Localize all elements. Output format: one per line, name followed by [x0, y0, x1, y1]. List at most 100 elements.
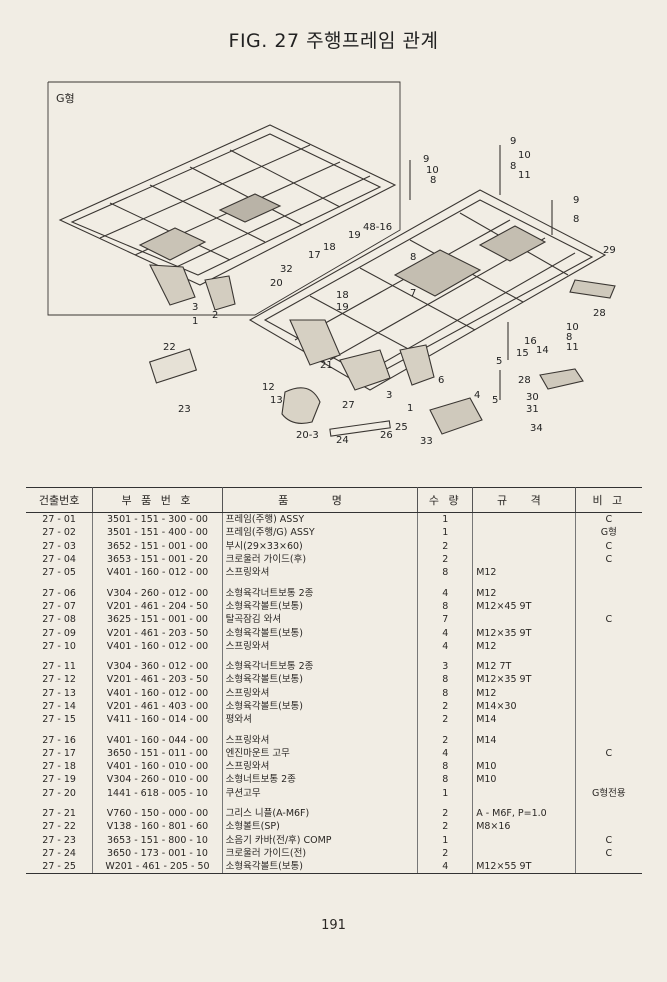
spacer-cell — [417, 726, 474, 734]
cell-part-number: W201 - 461 - 205 - 50 — [92, 860, 223, 875]
cell-spec: A - M6F, P=1.0 — [472, 806, 576, 821]
cell-index: 27 - 11 — [26, 659, 94, 674]
cell-part-number: 3653 - 151 - 800 - 10 — [92, 833, 223, 847]
cell-spec: M12 — [472, 586, 576, 600]
cell-index: 27 - 07 — [26, 599, 94, 614]
cell-note: C — [605, 540, 613, 552]
cell-note — [575, 807, 642, 820]
cell-spec: M12 7T — [472, 659, 576, 674]
cell-note — [575, 760, 642, 773]
callout: 6 — [438, 375, 445, 386]
callout: 8 — [566, 332, 573, 343]
cell-part-number: V760 - 150 - 000 - 00 — [92, 806, 223, 821]
cell-note: C — [605, 847, 613, 859]
cell-index: 27 - 01 — [26, 512, 94, 527]
g-frame-outline — [58, 124, 397, 286]
callout: 1 — [192, 316, 199, 327]
frame-drawing — [47, 81, 616, 437]
cell-note: C — [605, 554, 613, 566]
group-spacer — [26, 726, 642, 734]
callout: 29 — [603, 245, 616, 256]
cell-note — [575, 660, 642, 673]
callout: 7 — [410, 288, 417, 299]
cell-part-name: 소형육각너트보통 2종 — [222, 659, 419, 674]
cell-note: C — [605, 514, 613, 526]
spacer-cell — [417, 652, 474, 660]
g-type-label: G형 — [56, 92, 75, 105]
callout: 10 — [518, 150, 531, 161]
cell-index: 27 - 13 — [26, 686, 94, 700]
callout: 30 — [526, 392, 539, 403]
spacer-cell — [222, 652, 419, 660]
cell-quantity: 4 — [417, 639, 474, 653]
callout: 5 — [496, 356, 503, 367]
cell-spec — [472, 613, 576, 627]
spacer-cell — [92, 652, 223, 660]
cell-spec — [472, 833, 576, 847]
spacer-cell — [26, 579, 94, 587]
callout: 48-16 — [363, 222, 393, 233]
cell-part-number: V201 - 461 - 203 - 50 — [92, 673, 223, 687]
callout: 8 — [510, 161, 517, 172]
cell-note — [575, 626, 642, 639]
cell-quantity: 2 — [417, 806, 474, 821]
cell-spec — [472, 746, 576, 761]
cell-quantity: 2 — [417, 552, 474, 567]
cell-quantity: 2 — [417, 733, 474, 747]
cell-note — [575, 566, 642, 579]
callout: 17 — [308, 250, 321, 261]
cell-note — [575, 820, 642, 833]
group-spacer — [26, 579, 642, 587]
spacer-cell — [26, 799, 94, 807]
spacer-cell — [575, 726, 642, 733]
callout: 18 — [323, 242, 336, 253]
cell-part-name: 소형육각볼트(보통) — [222, 699, 419, 714]
figure-title: FIG. 27 주행프레임 관계 — [228, 30, 439, 52]
cell-part-name: 엔진마운트 고무 — [222, 746, 419, 761]
spacer-cell — [472, 799, 576, 807]
spacer-cell — [472, 579, 576, 587]
cell-part-number: 3650 - 173 - 001 - 10 — [92, 846, 223, 861]
cell-quantity: 8 — [417, 773, 474, 787]
cell-part-number: V401 - 160 - 010 - 00 — [92, 760, 223, 774]
spacer-cell — [222, 579, 419, 587]
callout: 8 — [410, 252, 417, 263]
callout: 24 — [336, 435, 349, 446]
spacer-cell — [222, 726, 419, 734]
callout: 19 — [336, 302, 349, 313]
cell-quantity: 2 — [417, 820, 474, 834]
cell-spec: M12×55 9T — [472, 860, 576, 875]
spacer-cell — [222, 799, 419, 807]
cell-spec: M14 — [472, 733, 576, 747]
header-part-name: 품 명 — [222, 487, 419, 513]
header-index: 건출번호 — [26, 487, 94, 513]
g-type-inset-border — [47, 81, 401, 316]
cell-spec — [472, 786, 576, 800]
cell-index: 27 - 04 — [26, 552, 94, 567]
cell-note — [575, 600, 642, 613]
callout: 9 — [510, 136, 517, 147]
cell-part-number: V138 - 160 - 801 - 60 — [92, 820, 223, 834]
callout: 12 — [262, 382, 275, 393]
cell-spec: M12×35 9T — [472, 626, 576, 640]
cell-note: G형전용 — [592, 787, 626, 799]
cell-quantity: 2 — [417, 699, 474, 714]
cell-index: 27 - 16 — [26, 733, 94, 747]
callout: 1 — [407, 403, 414, 414]
cell-part-name: 부시(29×33×60) — [222, 539, 419, 553]
callout: 16 — [524, 336, 537, 347]
cell-part-name: 평와셔 — [222, 713, 419, 727]
